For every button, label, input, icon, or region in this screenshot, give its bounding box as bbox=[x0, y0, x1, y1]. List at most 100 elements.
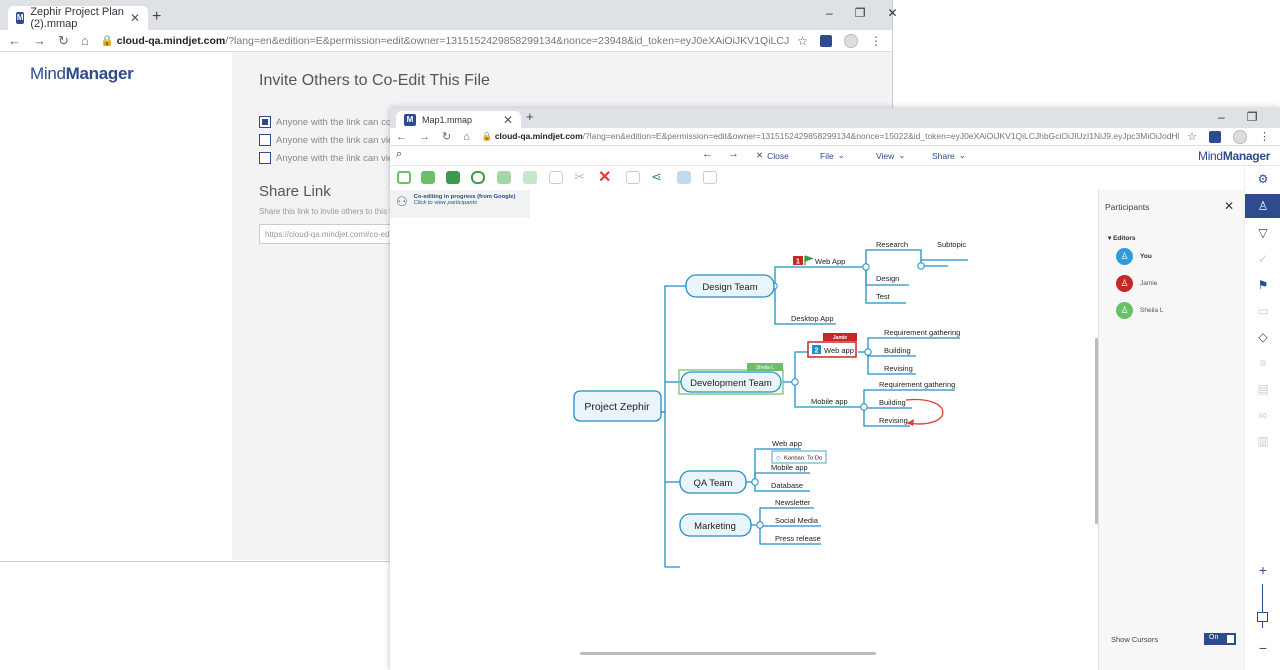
share-menu[interactable]: Share⌄ bbox=[932, 150, 966, 161]
subtopic-test[interactable]: Test bbox=[876, 292, 891, 301]
flag-icon[interactable]: ⚑ bbox=[1257, 278, 1269, 292]
attachment-icon[interactable]: ▥ bbox=[1257, 434, 1269, 448]
perm-option-view-edit[interactable]: Anyone with the link can view or e bbox=[259, 152, 419, 164]
subtopic-qa-web-app[interactable]: Web app bbox=[772, 439, 802, 448]
home-icon[interactable]: ⌂ bbox=[80, 33, 89, 48]
notes-icon[interactable]: ≡ bbox=[1259, 356, 1267, 370]
document-icon[interactable]: ▤ bbox=[1257, 382, 1269, 396]
minimize-icon[interactable]: – bbox=[826, 6, 833, 20]
delete-icon[interactable]: ✕ bbox=[598, 169, 612, 186]
kanban-tag[interactable]: ◇ Kanban: To Do bbox=[771, 450, 827, 464]
extension-icon[interactable] bbox=[820, 34, 832, 47]
cut-icon[interactable]: ✂ bbox=[574, 169, 585, 184]
menu-kebab-icon[interactable]: ⋮ bbox=[1259, 131, 1270, 143]
zoom-in-icon[interactable]: + bbox=[1258, 562, 1268, 578]
topic-design-team[interactable]: Design Team bbox=[685, 274, 775, 298]
subtopic-qa-mobile-app[interactable]: Mobile app bbox=[771, 463, 808, 472]
checkbox-checked[interactable] bbox=[259, 116, 271, 128]
redo-arrow-icon[interactable]: → bbox=[728, 148, 739, 160]
undo-arrow-icon[interactable]: ← bbox=[702, 148, 713, 160]
back-arrow-icon[interactable]: ← bbox=[8, 33, 21, 48]
editors-header[interactable]: ▾ Editors bbox=[1108, 235, 1136, 242]
back-arrow-icon[interactable]: ← bbox=[396, 130, 407, 143]
subtopic-mobile-app[interactable]: Mobile app bbox=[811, 397, 848, 406]
subtopic-mobile-building[interactable]: Building bbox=[879, 398, 906, 407]
subtopic-mobile-requirement-gathering[interactable]: Requirement gathering bbox=[879, 380, 955, 389]
back-url-field[interactable]: 🔒 cloud-qa.mindjet.com/?lang=en&edition=… bbox=[101, 34, 789, 47]
star-icon[interactable]: ☆ bbox=[1187, 131, 1197, 143]
search-icon[interactable]: ⌕ bbox=[396, 148, 403, 160]
share-nodes-icon[interactable]: ⋖ bbox=[651, 169, 662, 184]
participants-icon[interactable]: ♙ bbox=[1245, 194, 1280, 218]
view-participants-link[interactable]: Click to view participants bbox=[413, 200, 478, 206]
close-window-icon[interactable]: ✕ bbox=[887, 6, 898, 20]
star-icon[interactable]: ☆ bbox=[797, 33, 808, 48]
front-tab[interactable]: M Map1.mmap ✕ bbox=[396, 111, 521, 128]
topic-development-team[interactable]: Sheila L Development Team bbox=[678, 363, 784, 395]
subtopic-mobile-revising[interactable]: Revising bbox=[879, 416, 908, 425]
subtopic-database[interactable]: Database bbox=[771, 481, 803, 490]
new-tab-button[interactable]: + bbox=[152, 8, 162, 25]
back-topic-icon[interactable] bbox=[397, 171, 411, 184]
back-tab[interactable]: M Zephir Project Plan (2).mmap ✕ bbox=[8, 6, 148, 30]
subtopic-dev-web-app[interactable]: Jamie 2 Web app bbox=[807, 333, 857, 358]
relationship-arrow[interactable] bbox=[905, 398, 944, 425]
maximize-icon[interactable]: ❐ bbox=[1246, 110, 1258, 124]
close-icon[interactable]: ✕ bbox=[1223, 199, 1234, 213]
subtopic-social-media[interactable]: Social Media bbox=[775, 516, 819, 525]
copy-icon[interactable] bbox=[549, 171, 563, 184]
relationship-icon[interactable] bbox=[471, 171, 485, 184]
topic-project-zephir[interactable]: Project Zephir bbox=[573, 390, 662, 422]
reload-icon[interactable]: ↻ bbox=[442, 131, 452, 143]
profile-icon[interactable] bbox=[844, 33, 858, 48]
home-icon[interactable]: ⌂ bbox=[463, 130, 470, 143]
extension-icon[interactable] bbox=[1209, 130, 1221, 143]
reload-icon[interactable]: ↻ bbox=[58, 32, 69, 48]
close-button[interactable]: ✕Close bbox=[756, 150, 789, 161]
vertical-scrollbar[interactable] bbox=[1095, 338, 1098, 524]
subtopic-building[interactable]: Building bbox=[884, 346, 911, 355]
profile-icon[interactable] bbox=[1233, 129, 1247, 144]
zoom-slider-handle[interactable] bbox=[1257, 612, 1268, 622]
mindmap-canvas[interactable]: Project Zephir Design Team Sheila L Deve… bbox=[390, 190, 1098, 660]
subtopic-desktop-app[interactable]: Desktop App bbox=[791, 314, 834, 323]
subtopic-design[interactable]: Design bbox=[876, 274, 899, 283]
subtopic-revising[interactable]: Revising bbox=[884, 364, 913, 373]
subtopic-press-release[interactable]: Press release bbox=[775, 534, 821, 543]
topic-marketing[interactable]: Marketing bbox=[679, 513, 752, 537]
perm-option-view[interactable]: Anyone with the link can view you bbox=[259, 134, 418, 146]
coediting-banner[interactable]: ⚇ Co-editing in progress (from Google) C… bbox=[390, 190, 530, 218]
view-menu[interactable]: View⌄ bbox=[876, 150, 906, 161]
format-icon[interactable] bbox=[703, 171, 717, 184]
settings-gear-icon[interactable]: ⚙ bbox=[1257, 172, 1269, 186]
comment-icon[interactable] bbox=[677, 171, 691, 184]
paste-icon[interactable] bbox=[626, 171, 640, 184]
perm-option-coedit[interactable]: Anyone with the link can co-edit bbox=[259, 116, 410, 128]
subtopic-subtopic[interactable]: Subtopic bbox=[937, 240, 966, 249]
boundary-icon[interactable] bbox=[523, 171, 537, 184]
check-icon[interactable]: ✓ bbox=[1257, 252, 1269, 266]
zoom-out-icon[interactable]: − bbox=[1258, 640, 1268, 656]
subtopic-requirement-gathering[interactable]: Requirement gathering bbox=[884, 328, 960, 337]
zoom-slider-track[interactable] bbox=[1262, 584, 1263, 628]
horizontal-scrollbar[interactable] bbox=[580, 652, 876, 655]
link-icon[interactable]: ∞ bbox=[1258, 408, 1268, 422]
maximize-icon[interactable]: ❐ bbox=[854, 6, 866, 20]
menu-kebab-icon[interactable]: ⋮ bbox=[870, 33, 882, 48]
forward-arrow-icon[interactable]: → bbox=[33, 33, 46, 48]
close-tab-icon[interactable]: ✕ bbox=[502, 112, 513, 127]
callout-icon[interactable] bbox=[497, 171, 511, 184]
subtopic-web-app[interactable]: 1 Web App bbox=[793, 255, 845, 266]
minimize-icon[interactable]: – bbox=[1218, 110, 1225, 124]
checkbox[interactable] bbox=[259, 134, 271, 146]
subtopic-research[interactable]: Research bbox=[876, 240, 908, 249]
front-url-field[interactable]: 🔒 cloud-qa.mindjet.com/?lang=en&edition=… bbox=[482, 131, 1179, 142]
subtopic-newsletter[interactable]: Newsletter bbox=[775, 498, 811, 507]
subtopic-icon[interactable] bbox=[421, 171, 435, 184]
tag-icon[interactable]: ◇ bbox=[1258, 330, 1268, 344]
new-tab-button[interactable]: + bbox=[526, 109, 534, 124]
comment-icon[interactable]: ▭ bbox=[1257, 304, 1269, 318]
checkbox[interactable] bbox=[259, 152, 271, 164]
forward-arrow-icon[interactable]: → bbox=[419, 130, 430, 143]
close-tab-icon[interactable]: ✕ bbox=[129, 11, 140, 25]
